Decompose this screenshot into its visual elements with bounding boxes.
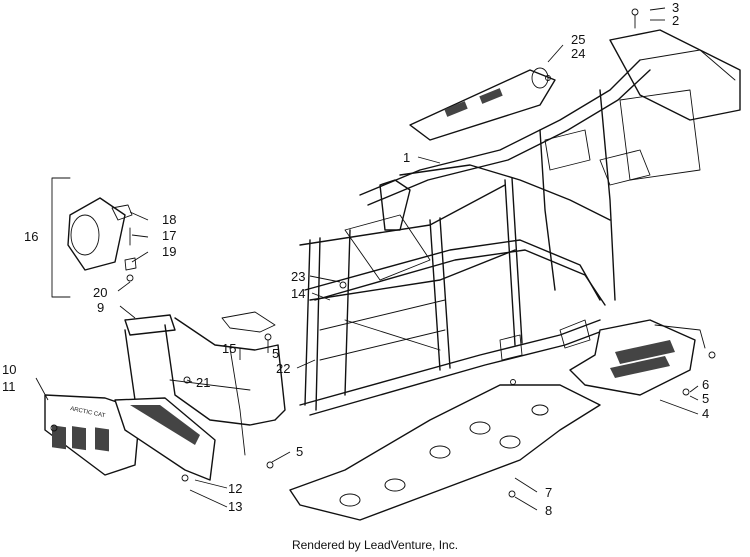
callout-5-footrest: 5 xyxy=(702,391,709,406)
callout-10: 10 xyxy=(2,362,16,377)
headlight-assembly xyxy=(51,177,137,298)
callout-17: 17 xyxy=(162,228,176,243)
callout-16: 16 xyxy=(24,229,38,244)
main-frame xyxy=(299,29,741,416)
callout-20: 20 xyxy=(93,285,107,300)
front-skid-plate xyxy=(114,397,216,482)
callout-21: 21 xyxy=(196,375,210,390)
callout-19: 19 xyxy=(162,244,176,259)
callout-3: 3 xyxy=(672,0,679,15)
callout-9: 9 xyxy=(97,300,104,315)
callout-4: 4 xyxy=(702,406,709,421)
footrest-right xyxy=(569,319,706,396)
callout-7: 7 xyxy=(545,485,552,500)
callout-labels: 3 2 25 24 1 16 18 17 19 20 9 23 14 15 5 … xyxy=(2,0,709,518)
callout-24: 24 xyxy=(571,46,585,61)
callout-8: 8 xyxy=(545,503,552,518)
callout-14: 14 xyxy=(291,286,305,301)
callout-6: 6 xyxy=(702,377,709,392)
callout-12: 12 xyxy=(228,481,242,496)
callout-25: 25 xyxy=(571,32,585,47)
callout-5-bumper: 5 xyxy=(296,444,303,459)
callout-18: 18 xyxy=(162,212,176,227)
main-skid-plate xyxy=(289,379,601,521)
callout-11: 11 xyxy=(2,379,16,394)
callout-5-frame: 5 xyxy=(272,346,279,361)
callout-2: 2 xyxy=(672,13,679,28)
leader-lines xyxy=(35,7,699,511)
callout-22: 22 xyxy=(276,361,290,376)
callout-1: 1 xyxy=(403,150,410,165)
callout-13: 13 xyxy=(228,499,242,514)
front-grille-panel: ARCTIC CAT xyxy=(44,394,141,476)
callout-15: 15 xyxy=(222,341,236,356)
heat-shield xyxy=(409,67,556,141)
render-credit: Rendered by LeadVenture, Inc. xyxy=(291,538,459,552)
callout-23: 23 xyxy=(291,269,305,284)
